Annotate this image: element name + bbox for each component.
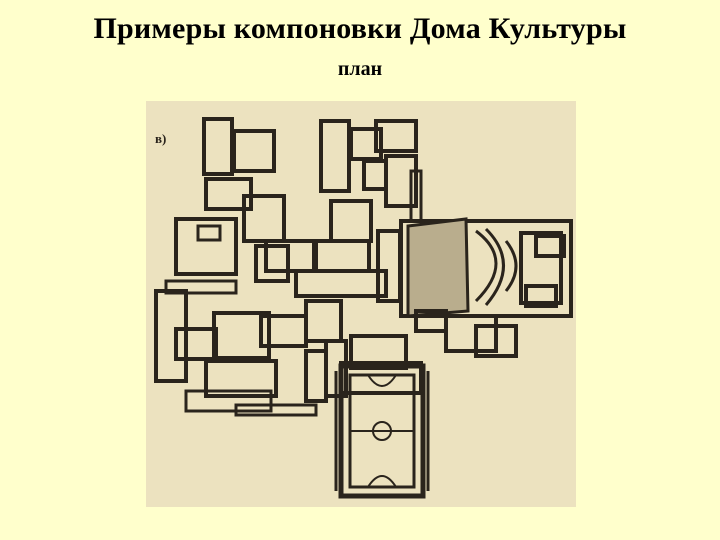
room <box>362 159 388 191</box>
room <box>534 234 566 258</box>
floor-plan-drawing: в) <box>154 117 573 499</box>
room <box>304 349 328 403</box>
corridor <box>164 279 238 295</box>
corridor <box>234 403 318 417</box>
room <box>329 199 373 243</box>
stage-arc <box>504 240 518 292</box>
room <box>154 289 188 383</box>
corridor <box>184 389 273 413</box>
court-key <box>367 374 397 387</box>
seating <box>406 217 470 318</box>
room <box>174 217 238 276</box>
lobby <box>294 269 388 298</box>
room <box>524 284 558 308</box>
gym-hall <box>338 363 426 499</box>
room <box>232 129 276 173</box>
room <box>212 311 271 360</box>
room <box>376 229 402 303</box>
room <box>202 117 234 176</box>
room <box>474 324 518 358</box>
room <box>374 119 418 153</box>
plan-label: в) <box>155 131 166 146</box>
room <box>254 244 290 283</box>
room <box>444 314 498 353</box>
room <box>312 239 371 273</box>
room <box>174 327 218 361</box>
room <box>304 299 343 343</box>
stage <box>519 231 563 305</box>
floor-plan-image: в) <box>146 101 576 507</box>
court-key <box>367 475 397 488</box>
stage-arc <box>484 227 505 306</box>
room <box>319 119 351 193</box>
room <box>414 309 448 333</box>
slide-title: Примеры компоновки Дома Культуры <box>93 12 627 45</box>
court-center-circle <box>372 421 392 441</box>
slide-subtitle: план <box>337 58 383 80</box>
stage-arc <box>474 229 498 303</box>
room <box>204 359 278 398</box>
room <box>196 224 222 242</box>
